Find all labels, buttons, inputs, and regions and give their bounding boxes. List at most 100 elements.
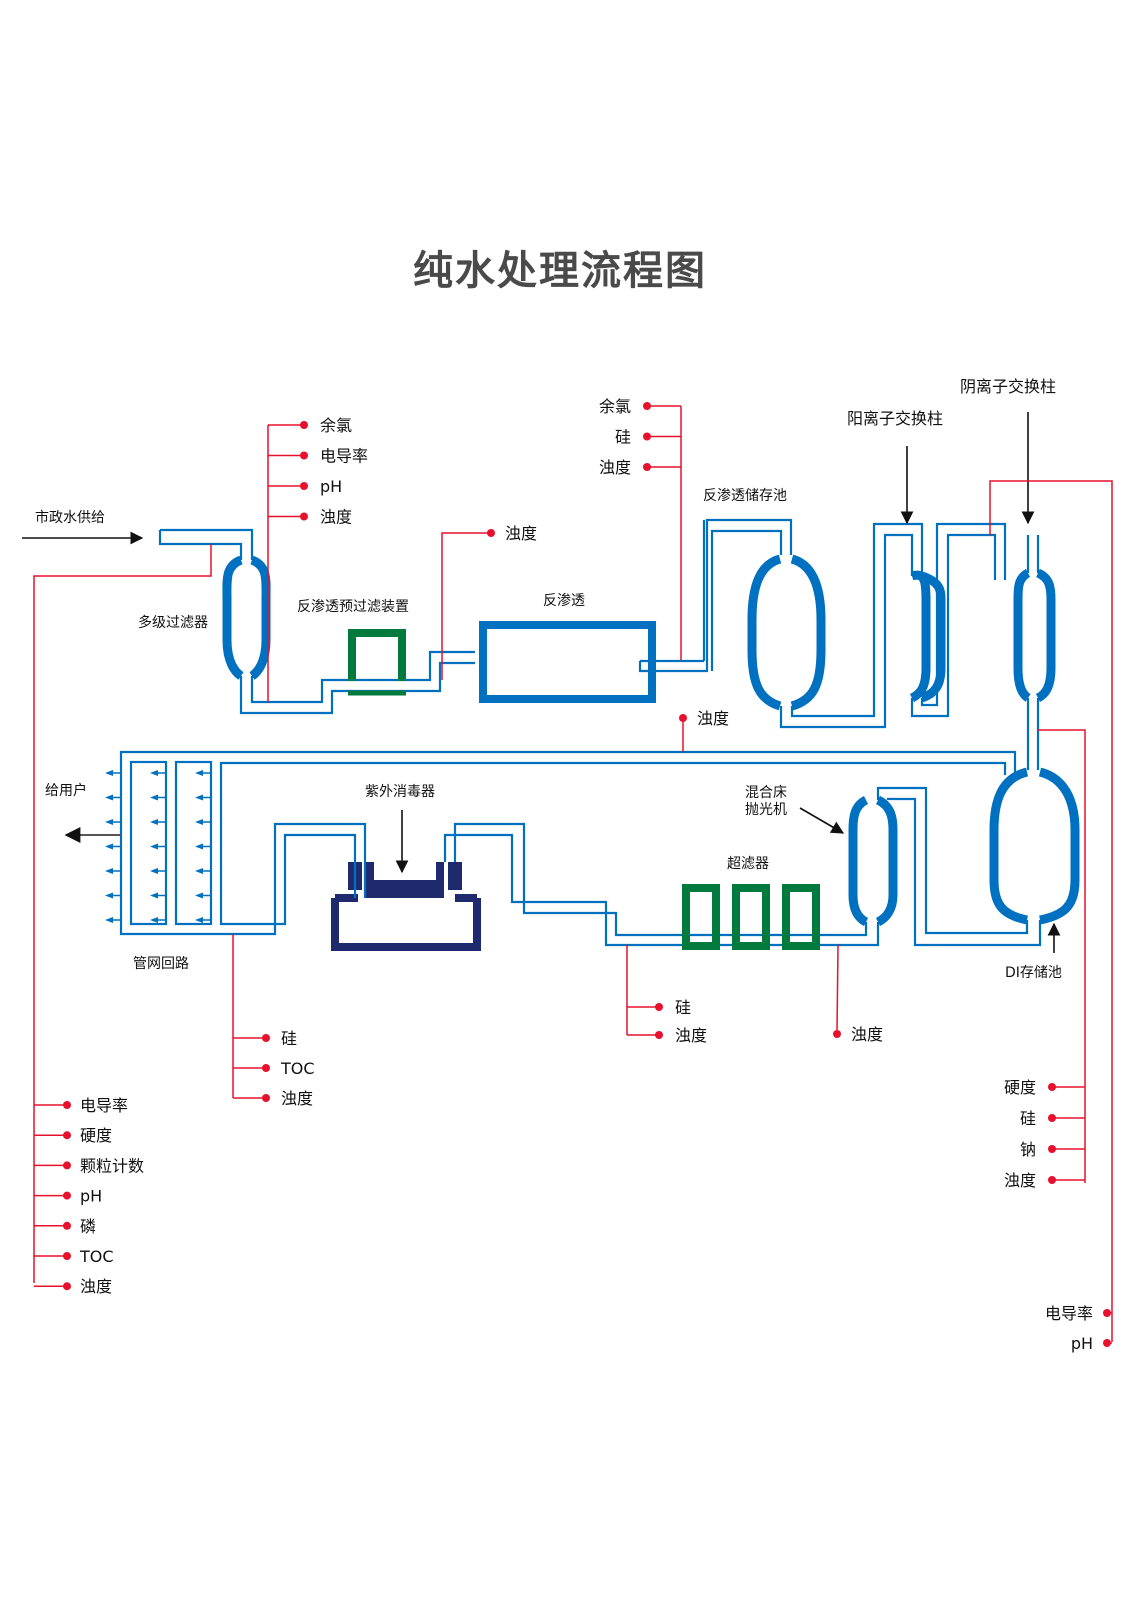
sensor-label: 浊度	[697, 709, 729, 728]
sensor-item: 钠	[1020, 1140, 1085, 1159]
sensor-item: 浊度	[627, 1026, 707, 1045]
ro-unit	[479, 621, 656, 703]
sensor-dot-icon	[63, 1101, 71, 1109]
sensor-label: 钠	[1020, 1140, 1036, 1159]
sensor-item: 硅	[627, 998, 691, 1017]
flow-arrow-icon	[105, 794, 113, 801]
flow-arrow-icon	[195, 917, 203, 923]
sensor-label: 浊度	[80, 1277, 112, 1296]
sensor-dot-icon	[1103, 1309, 1111, 1317]
flow-arrow-icon	[195, 868, 203, 874]
flow-arrow-icon	[150, 819, 158, 825]
flow-arrow-icon	[150, 868, 158, 874]
sensor-dot-icon	[63, 1282, 71, 1291]
mixed-bed-arrow-icon	[799, 807, 845, 834]
pipe-anion-to-di-tank	[1026, 698, 1040, 770]
sensor-dot-icon	[262, 1034, 270, 1042]
sensor-item: TOC	[233, 1059, 315, 1078]
sensor-label: pH	[1071, 1334, 1093, 1353]
sensor-item: 颗粒计数	[34, 1156, 144, 1175]
page-title: 纯水处理流程图	[413, 248, 707, 294]
flow-arrow-icon	[150, 794, 158, 801]
sensor-item: 硬度	[1004, 1078, 1085, 1097]
sensor-label: 浊度	[851, 1025, 883, 1044]
mixed-bed-label-2: 抛光机	[745, 802, 787, 818]
sensor-group-after-prefilter: 浊度	[441, 524, 537, 680]
sensor-item: 浊度	[599, 458, 681, 477]
mixed-bed-polisher	[848, 795, 898, 927]
sensor-item: 余氯	[599, 397, 681, 416]
sensor-label: 浊度	[505, 524, 537, 543]
sensor-dot-icon	[300, 512, 308, 521]
sensor-dot-icon	[63, 1252, 71, 1260]
sensor-item: 浊度	[233, 1089, 313, 1108]
pipe-filter-to-prefilter	[239, 650, 475, 715]
flow-arrow-icon	[105, 868, 113, 874]
sensor-group-after-uf: 浊度	[833, 944, 883, 1044]
pipe-mixed-bed-to-uf	[443, 822, 880, 947]
sensor-label: 电导率	[320, 447, 368, 466]
branch-flow-arrows	[105, 770, 211, 923]
ro-prefilter-unit	[348, 629, 406, 681]
sensor-label: 硬度	[1004, 1078, 1036, 1097]
sensor-dot-icon	[63, 1221, 71, 1230]
flow-arrow-icon	[105, 843, 113, 850]
sensor-dot-icon	[63, 1191, 71, 1200]
flow-arrow-icon	[150, 917, 158, 923]
sensor-item: 电导率	[1045, 1304, 1112, 1323]
cation-column-label: 阳离子交换柱	[847, 409, 943, 428]
sensor-item: TOC	[34, 1247, 114, 1266]
sensor-item: 电导率	[268, 447, 368, 466]
sensor-dot-icon	[643, 402, 651, 410]
inlet-label: 市政水供给	[35, 509, 105, 526]
flow-arrow-icon	[105, 892, 113, 899]
multi-filter-vessel	[222, 555, 271, 680]
flow-arrow-icon	[105, 917, 113, 923]
sensor-label: 余氯	[320, 416, 352, 435]
sensor-label: 硅	[615, 428, 631, 447]
sensor-item: 浊度	[34, 1277, 112, 1296]
sensor-dot-icon	[1048, 1083, 1056, 1091]
sensor-label: 浊度	[675, 1026, 707, 1045]
sensor-dot-icon	[63, 1131, 71, 1140]
sensor-label: 浊度	[281, 1089, 313, 1108]
sensor-dot-icon	[300, 421, 308, 429]
sensor-label: 浊度	[320, 508, 352, 527]
sensor-label: 硬度	[80, 1126, 112, 1145]
distribution-manifold	[129, 760, 213, 926]
sensor-dot-icon	[262, 1064, 270, 1072]
sensor-dot-icon	[655, 1003, 663, 1011]
outlet-label: 给用户	[45, 782, 87, 799]
flow-arrow-icon	[150, 892, 158, 899]
di-storage-tank	[989, 767, 1080, 925]
flow-arrow-icon	[150, 843, 158, 850]
ro-storage-tank	[747, 554, 826, 711]
sensor-label: TOC	[280, 1059, 315, 1078]
sensor-dot-icon	[655, 1031, 663, 1039]
sensor-item: 磷	[34, 1217, 96, 1236]
ultrafilter-units	[682, 884, 820, 950]
sensor-label: 硅	[1020, 1109, 1036, 1128]
flow-arrow-icon	[195, 794, 203, 801]
inlet-pipe	[158, 528, 254, 560]
flow-arrow-icon	[150, 770, 158, 776]
anion-column-label: 阴离子交换柱	[960, 377, 1056, 396]
sensor-dot-icon	[300, 482, 308, 490]
anion-column	[1013, 535, 1056, 703]
pipe-cation-to-anion	[910, 522, 1007, 718]
sensor-label: 颗粒计数	[80, 1156, 144, 1175]
ultrafilter-label: 超滤器	[727, 856, 769, 872]
pipe-ro-to-tank	[638, 518, 793, 673]
sensor-item: 余氯	[268, 416, 352, 435]
sensor-dot-icon	[300, 451, 308, 460]
sensor-item: 浊度	[1004, 1171, 1085, 1190]
mixed-bed-label-1: 混合床	[745, 785, 787, 801]
uv-disinfector	[331, 862, 481, 951]
ro-prefilter-label: 反渗透预过滤装置	[297, 599, 409, 615]
sensor-dot-icon	[1048, 1176, 1056, 1184]
sensor-list-before-uf: 硅浊度	[627, 998, 707, 1045]
sensor-group-di-tank	[989, 480, 1113, 1342]
